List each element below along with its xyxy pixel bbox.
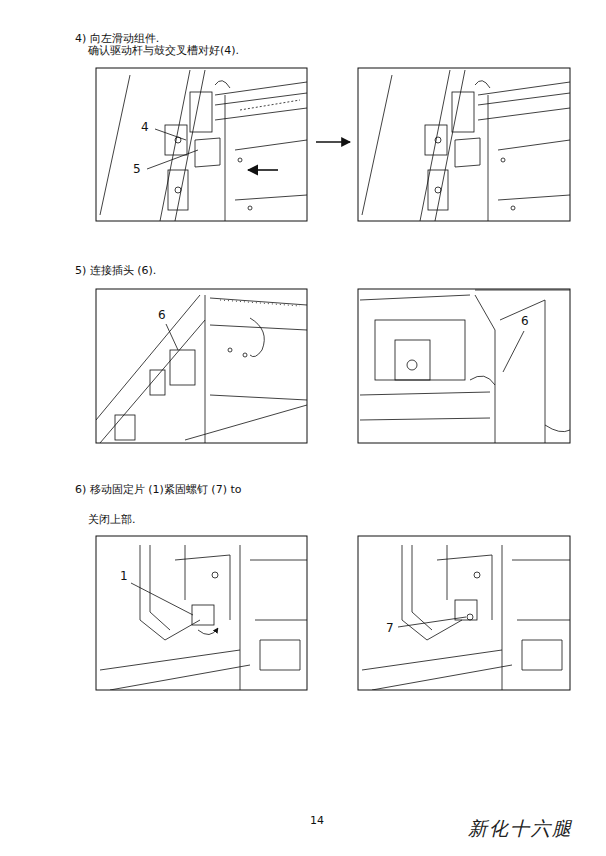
page-number: 14 (310, 815, 324, 828)
printer-drawing (100, 545, 307, 690)
step-note: 确认驱动杆与鼓交叉槽对好(4). (88, 45, 239, 58)
callout-number: 1 (120, 570, 128, 584)
printer-drawing (100, 70, 307, 221)
figure-frame (358, 68, 570, 221)
leader-line (503, 331, 524, 372)
step-arrow (316, 141, 350, 142)
leader-line (147, 129, 198, 169)
leader-line (166, 324, 178, 350)
watermark: 新化十六腿 (468, 818, 573, 840)
printer-drawing (362, 545, 570, 690)
leader-line (398, 617, 466, 627)
callout-number: 7 (386, 622, 394, 636)
figure-frame (96, 68, 307, 221)
step-heading: 6) 移动固定片 (1)紧固螺钉 (7) to (75, 484, 241, 497)
printer-drawing (96, 295, 307, 443)
callout-number: 5 (133, 163, 141, 177)
figure-frame (96, 536, 307, 690)
callout-number: 6 (521, 315, 529, 329)
leader-line (131, 583, 193, 615)
callout-number: 4 (141, 121, 149, 135)
printer-drawing (360, 290, 570, 443)
printer-drawing (362, 70, 570, 221)
callout-number: 6 (158, 309, 166, 323)
figure-frame (358, 536, 570, 690)
step-heading: 4) 向左滑动组件. (75, 33, 159, 46)
step-note: 关闭上部. (88, 514, 136, 527)
step-heading: 5) 连接插头 (6). (75, 265, 156, 278)
figure-frame (358, 289, 570, 443)
figure-frame (96, 289, 307, 443)
